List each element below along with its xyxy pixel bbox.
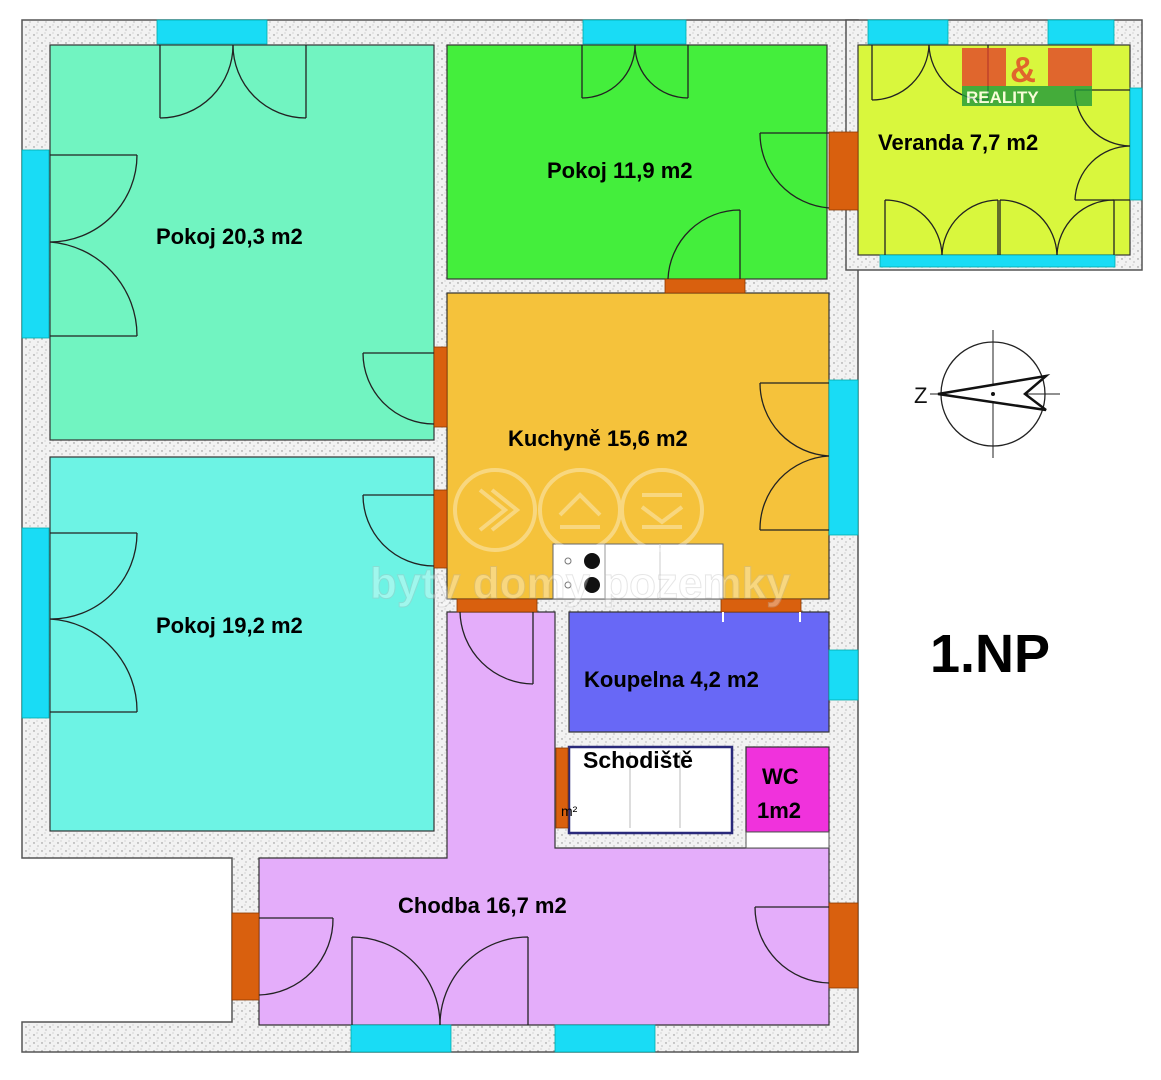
door-frame — [433, 346, 448, 428]
logo-ampersand: & — [1010, 49, 1036, 90]
logo-band — [962, 86, 1092, 106]
openings — [231, 131, 859, 1001]
windows — [21, 19, 1143, 1053]
door-swing — [581, 44, 636, 99]
window — [828, 379, 859, 536]
window — [21, 149, 50, 339]
floor-label: 1.NP — [930, 624, 1050, 684]
room-schodiste — [567, 745, 734, 835]
door-swing — [667, 209, 741, 280]
door-swing — [49, 532, 138, 620]
door-swing — [439, 936, 529, 1026]
label-veranda: Veranda 7,7 m2 — [878, 130, 1038, 155]
window — [156, 19, 268, 45]
label-stair-unit: m² — [561, 803, 578, 819]
door-swing — [754, 906, 830, 984]
door-frame — [664, 278, 746, 294]
label-schodiste: Schodiště — [583, 747, 693, 773]
rooms — [49, 44, 1131, 1026]
logo-text: REALITY — [966, 88, 1039, 107]
door-swing — [759, 382, 830, 457]
door-frame — [828, 131, 859, 211]
room-pokoj-19 — [49, 456, 435, 832]
window — [828, 649, 859, 701]
compass-letter: Z — [914, 383, 927, 408]
door-frame — [828, 902, 859, 989]
room-pokoj-12 — [446, 44, 828, 280]
stove-burner — [584, 553, 600, 569]
window — [350, 1024, 452, 1053]
door-swing — [941, 199, 999, 256]
label-pokoj-20: Pokoj 20,3 m2 — [156, 224, 303, 249]
label-wc-line1: WC — [762, 764, 799, 789]
door-swing — [759, 132, 830, 209]
window — [582, 19, 687, 45]
door-swings — [49, 44, 1131, 1026]
door-swing — [159, 44, 234, 119]
wc-strip — [745, 831, 830, 849]
label-pokoj-19: Pokoj 19,2 m2 — [156, 613, 303, 638]
door-swing — [362, 352, 435, 425]
room-pokoj-20 — [49, 44, 435, 441]
door-swing — [884, 199, 943, 256]
logo-block — [962, 48, 1006, 86]
door-frame — [720, 598, 802, 613]
room-chodba — [258, 611, 830, 1026]
door-frame — [456, 598, 538, 613]
door-swing — [362, 494, 435, 567]
window — [867, 19, 949, 45]
door-swing — [232, 44, 307, 119]
window — [1129, 87, 1143, 201]
kitchen-counter — [552, 543, 724, 600]
counter — [552, 543, 724, 600]
door-swing — [999, 199, 1058, 256]
label-koupelna: Koupelna 4,2 m2 — [584, 667, 759, 692]
door-swing — [351, 936, 441, 1026]
label-kuchyne: Kuchyně 15,6 m2 — [508, 426, 688, 451]
door-swing — [258, 917, 334, 996]
stove-burner — [584, 577, 600, 593]
window — [879, 254, 1116, 268]
door-swing — [759, 455, 830, 531]
door-frame — [555, 747, 569, 829]
stove-burner — [564, 557, 572, 565]
door-swing — [1074, 145, 1131, 201]
door-swing — [49, 154, 138, 243]
window — [1047, 19, 1115, 45]
logo: & REALITY — [962, 48, 1092, 107]
door-swing — [871, 44, 930, 101]
window — [554, 1024, 656, 1053]
label-wc-line2: 1m2 — [757, 798, 801, 823]
door-swing — [459, 611, 534, 685]
logo-block — [1048, 48, 1092, 86]
door-swing — [49, 618, 138, 713]
watermark: byty domy pozemky — [370, 468, 792, 609]
label-pokoj-12: Pokoj 11,9 m2 — [547, 158, 693, 183]
door-swing — [634, 44, 689, 99]
door-swing — [1056, 199, 1115, 256]
room-wc — [745, 746, 830, 833]
door-frame — [231, 912, 260, 1001]
compass: Z — [914, 330, 1060, 458]
stove-burner — [564, 581, 572, 589]
window — [21, 527, 50, 719]
label-chodba: Chodba 16,7 m2 — [398, 893, 567, 918]
door-frame — [433, 489, 448, 569]
door-swing — [49, 241, 138, 337]
watermark-text: byty domy pozemky — [370, 559, 791, 608]
